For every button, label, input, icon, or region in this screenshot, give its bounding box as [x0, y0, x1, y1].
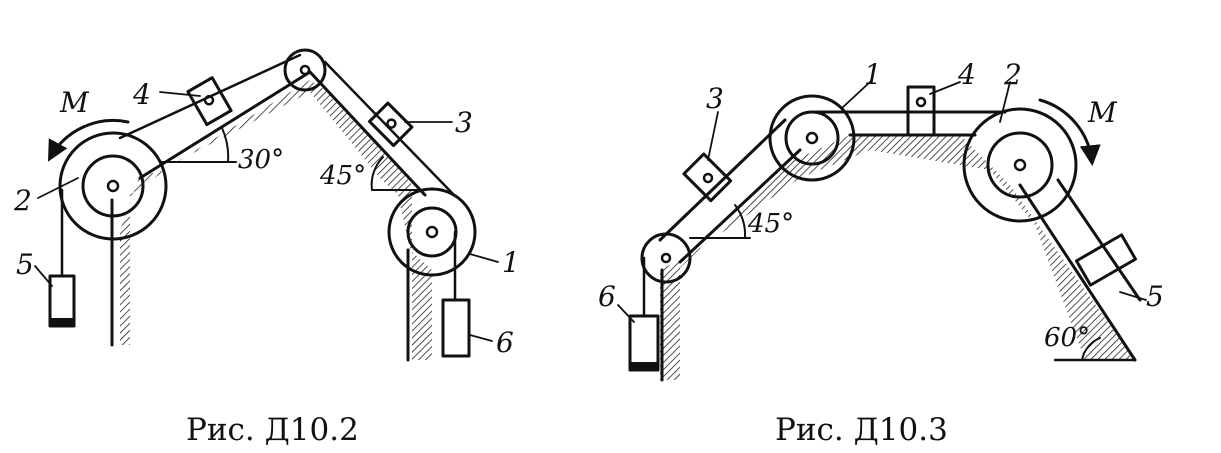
label-moment: M — [59, 86, 90, 119]
moment-arrow — [1038, 98, 1101, 167]
label-wheel-1: 1 — [864, 58, 882, 91]
label-angle-45: 45° — [319, 161, 366, 191]
incline-60 — [1018, 183, 1137, 362]
weight-6 — [628, 314, 660, 372]
label-wheel-2: 2 — [13, 184, 32, 217]
caption-d10-2: Рис. Д10.2 — [186, 412, 359, 448]
figure-d10-2: M 4 2 30° 45° 3 1 5 6 Рис. Д10.2 — [13, 48, 520, 448]
block-4 — [906, 85, 936, 137]
label-wheel-2: 2 — [1003, 58, 1022, 91]
support-surface — [120, 80, 432, 360]
apex-pulley — [283, 48, 327, 92]
incline-45 — [308, 70, 427, 197]
block-4 — [186, 76, 233, 127]
label-angle-60: 60° — [1044, 323, 1090, 353]
block-3 — [367, 101, 414, 148]
incline-30 — [138, 70, 312, 180]
wheel-1 — [387, 187, 477, 277]
label-block-3: 3 — [706, 82, 724, 115]
angle-arc-60 — [1081, 337, 1101, 361]
block-3 — [682, 152, 733, 203]
label-block-5: 5 — [1146, 280, 1164, 313]
label-weight-5: 5 — [16, 248, 34, 281]
block-5 — [1074, 233, 1138, 287]
label-weight-6: 6 — [496, 326, 514, 359]
figure-d10-3: 3 1 4 2 M 45° 5 6 60° Рис. Д10.3 — [598, 58, 1164, 448]
wheel-2 — [962, 107, 1078, 223]
wheel-2 — [58, 131, 168, 241]
label-block-4: 4 — [132, 78, 151, 111]
label-moment: M — [1087, 96, 1118, 129]
label-block-4: 4 — [957, 58, 976, 91]
label-block-3: 3 — [455, 106, 473, 139]
moment-arrow — [47, 118, 130, 162]
label-weight-6: 6 — [598, 280, 616, 313]
angle-arc-30 — [221, 127, 230, 163]
angle-arc-45 — [370, 156, 384, 191]
angle-arc-45 — [734, 204, 747, 239]
label-angle-45: 45° — [747, 209, 794, 239]
small-pulley — [640, 232, 692, 284]
label-wheel-1: 1 — [502, 246, 520, 279]
incline-45 — [658, 118, 787, 242]
caption-d10-3: Рис. Д10.3 — [775, 412, 948, 448]
weight-6 — [441, 298, 471, 358]
wheel-1 — [768, 94, 856, 182]
label-angle-30: 30° — [238, 145, 284, 175]
